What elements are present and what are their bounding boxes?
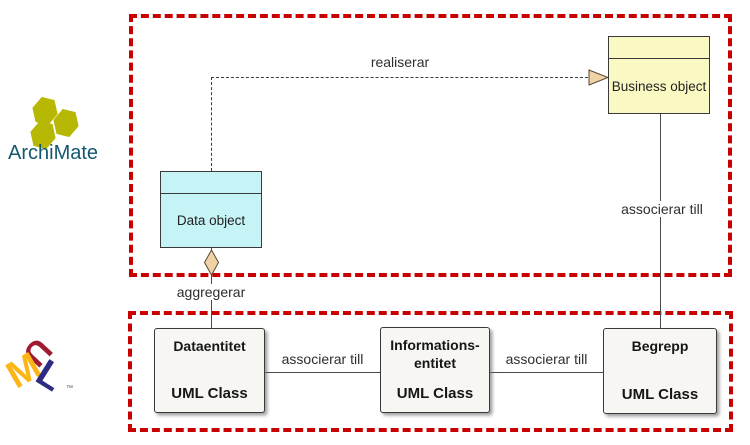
uml-class-begrepp: Begrepp UML Class — [603, 328, 717, 414]
association-label-right: associerar till — [608, 201, 716, 217]
business-object-header-band — [609, 37, 709, 59]
uml-logo-trademark: ™ — [66, 385, 73, 392]
realization-arrowhead-icon — [588, 69, 610, 86]
data-object-element: Data object — [160, 171, 262, 248]
uml-class-informationsentitet: Informations- entitet UML Class — [380, 327, 490, 413]
data-object-header-band — [161, 172, 261, 194]
uml-class-title: Begrepp — [631, 338, 689, 354]
business-object-element: Business object — [608, 36, 710, 114]
archimate-layer-frame — [129, 14, 732, 277]
association-connector-dataentitet-informationsentitet — [265, 372, 380, 373]
uml-class-stereotype: UML Class — [621, 386, 699, 403]
realization-connector-vertical — [211, 77, 212, 171]
association-connector-informationsentitet-begrepp — [490, 372, 603, 373]
association-connector-business-begrepp — [660, 114, 661, 329]
uml-class-stereotype: UML Class — [396, 385, 474, 402]
archimate-logo-label: ArchiMate — [8, 142, 99, 164]
aggregation-label: aggregerar — [158, 284, 264, 300]
uml-class-title: Informations- entitet — [390, 337, 480, 372]
aggregation-diamond-icon — [203, 248, 220, 277]
uml-class-stereotype: UML Class — [171, 385, 248, 402]
uml-class-title: Dataentitet — [173, 338, 246, 354]
business-object-label: Business object — [611, 78, 707, 94]
data-object-label: Data object — [176, 213, 246, 228]
realization-label: realiserar — [370, 54, 430, 70]
uml-class-dataentitet: Dataentitet UML Class — [154, 328, 265, 413]
uml-layer-frame — [128, 311, 733, 432]
realization-connector-horizontal — [211, 77, 588, 78]
association-label-left-bottom: associerar till — [281, 351, 364, 367]
association-label-right-bottom: associerar till — [505, 351, 588, 367]
